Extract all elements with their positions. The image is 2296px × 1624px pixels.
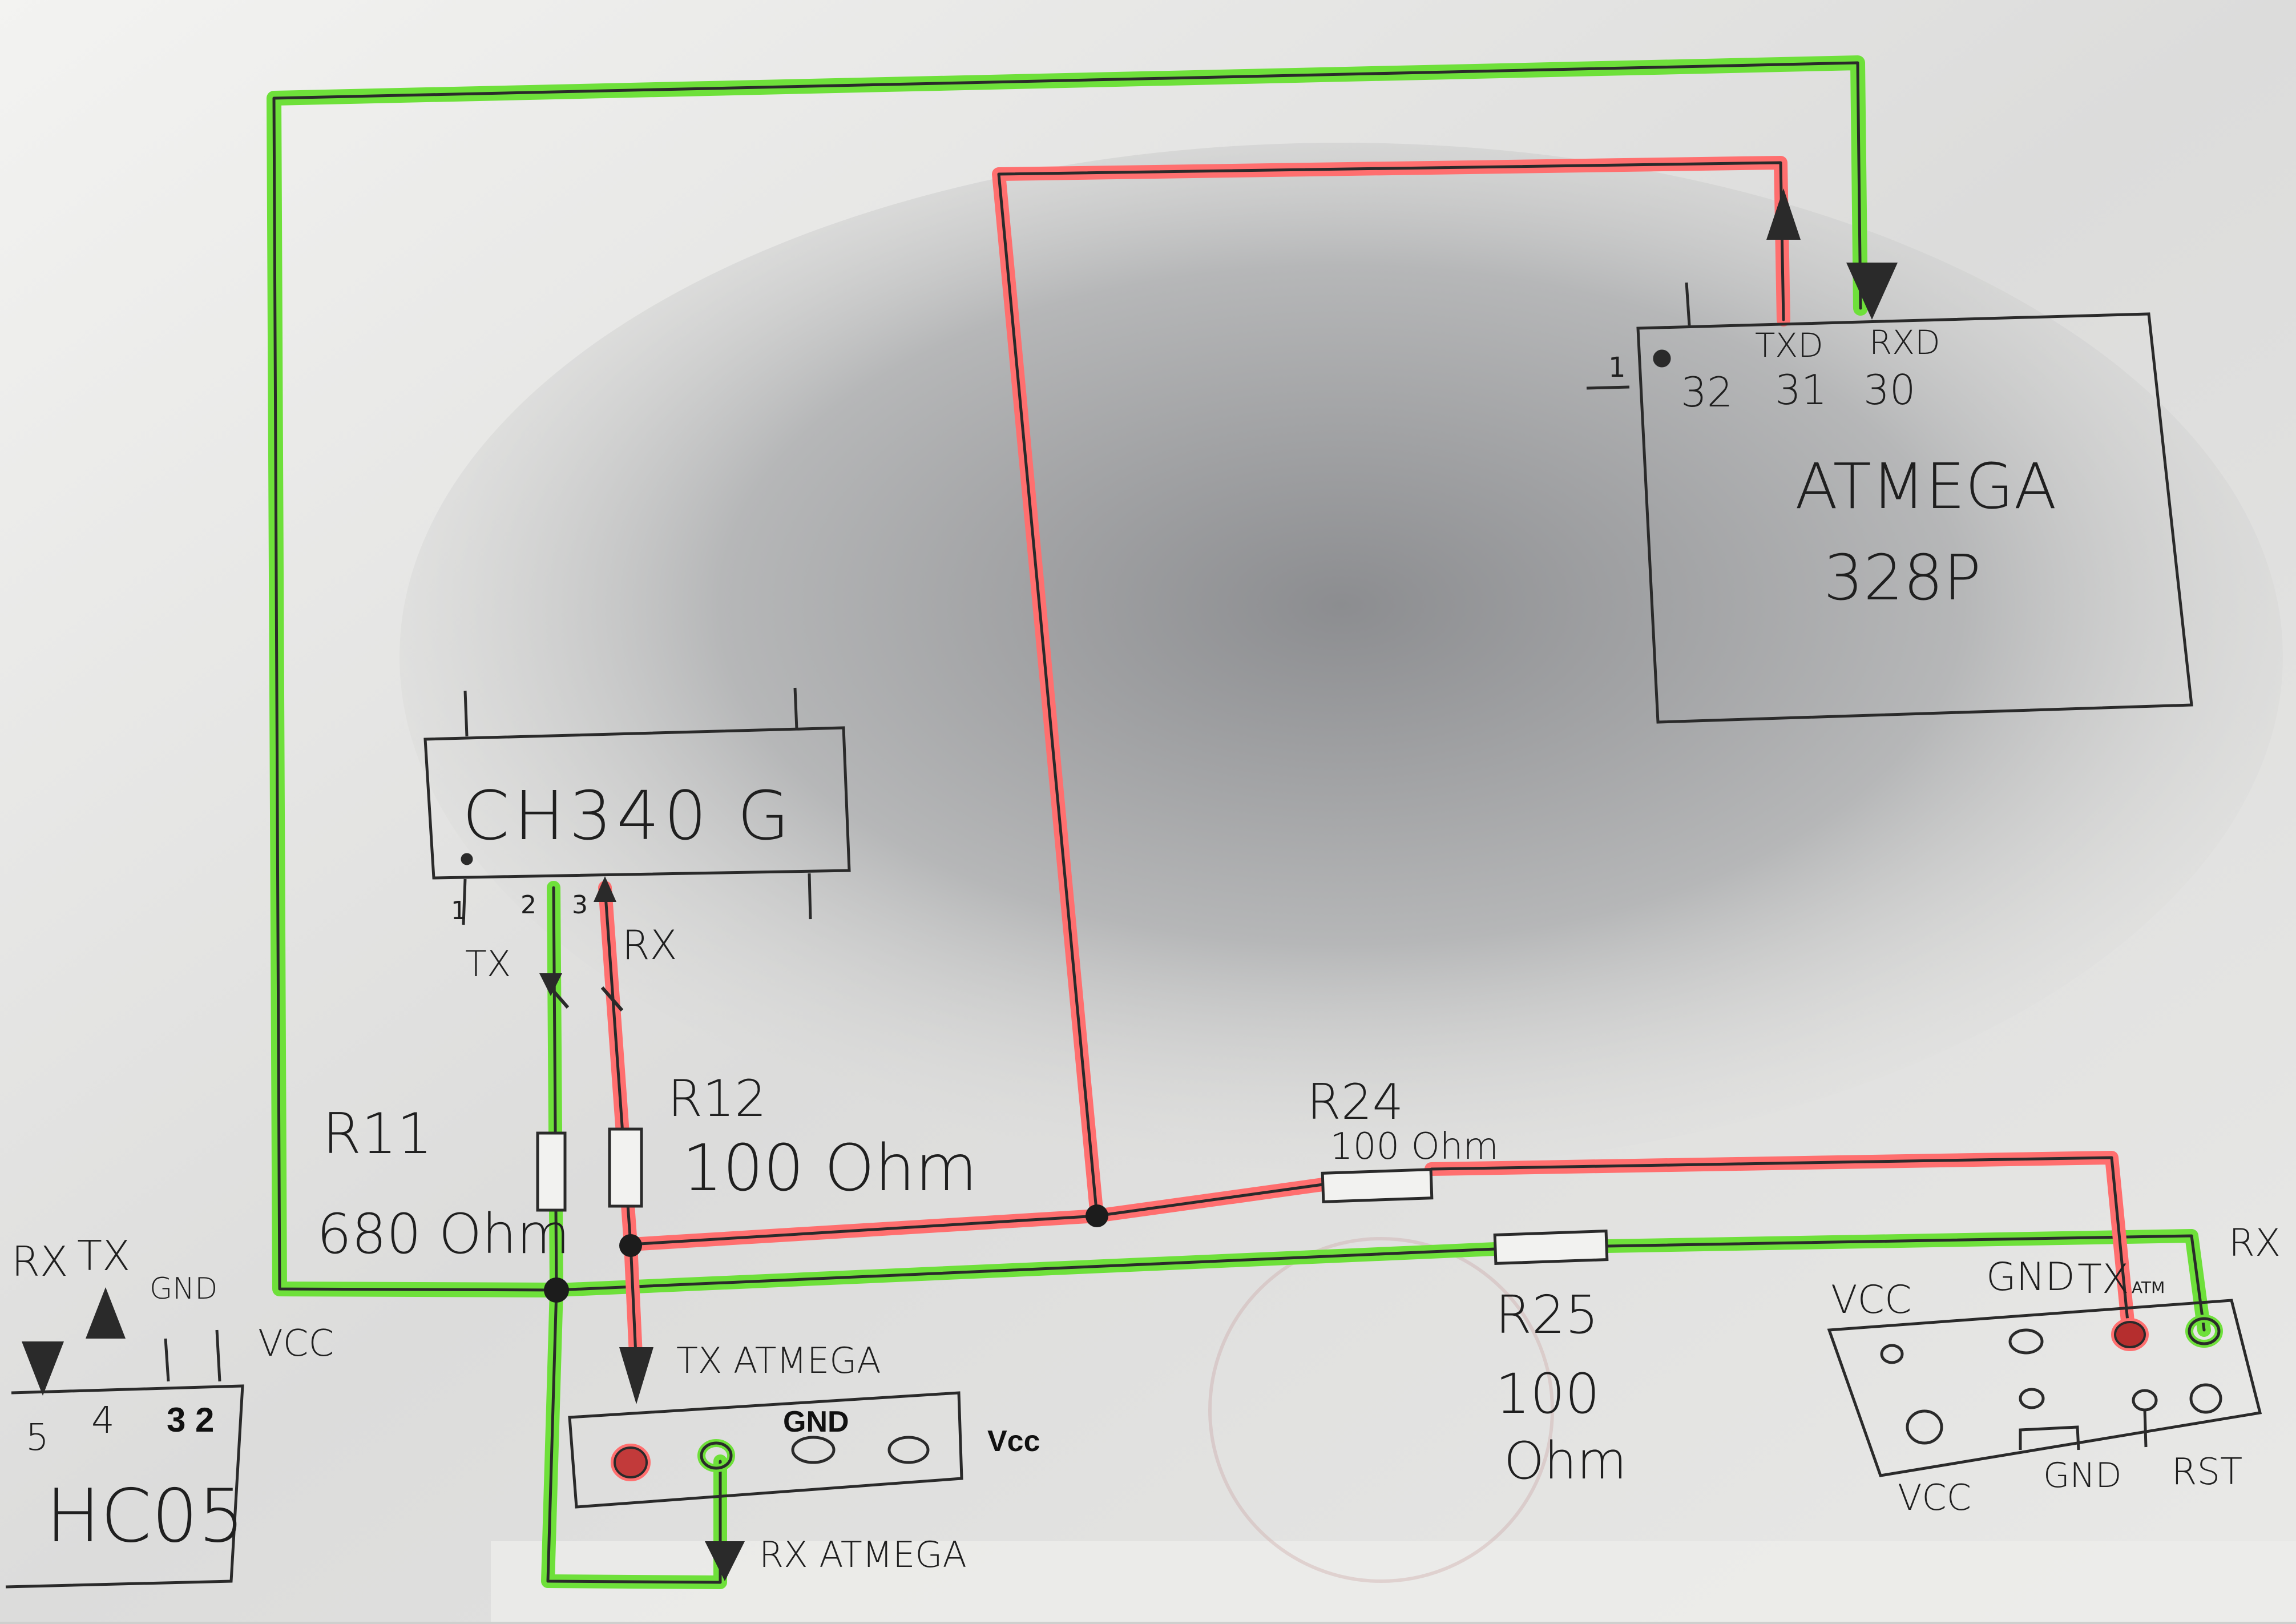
r25-name: R25 xyxy=(1495,1284,1599,1345)
ch340-tx-label: TX xyxy=(465,943,511,985)
r25-value-line2: Ohm xyxy=(1504,1431,1627,1491)
hc05-gnd-label: GND xyxy=(150,1272,217,1306)
isp-gnd-top-label: GND xyxy=(1986,1255,2075,1300)
bottom-blur-strip xyxy=(491,1541,2296,1622)
arrow-down-icon xyxy=(539,973,562,996)
resistor-r11 xyxy=(536,1131,567,1212)
r25-value-line1: 100 xyxy=(1495,1362,1600,1426)
isp-vcc-top-label: VCC xyxy=(1831,1278,1911,1323)
arrow-up-icon xyxy=(594,876,616,902)
arrow-up-icon xyxy=(86,1287,126,1339)
ch340-title: CH340 G xyxy=(462,776,794,855)
junction-dot xyxy=(544,1278,569,1303)
atmega-title-line2: 328P xyxy=(1823,541,1981,614)
hc05-pin4-label: 4 xyxy=(91,1400,115,1442)
hc05-title: HC05 xyxy=(46,1474,245,1559)
atmega-txd-label: TXD xyxy=(1755,326,1823,365)
isp-rx-label: RX xyxy=(2229,1221,2281,1265)
isp-rst-label: RST xyxy=(2172,1451,2242,1493)
ch340-pin2-label: 2 xyxy=(520,890,536,920)
atmega-pin32-label: 32 xyxy=(1681,368,1733,416)
hc05-pin5-label: 5 xyxy=(26,1417,49,1459)
hc05-rx-label: RX xyxy=(11,1238,68,1286)
faded-stamp xyxy=(1208,1237,1554,1583)
r11-value: 680 Ohm xyxy=(317,1202,570,1266)
atmega-title-line1: ATMEGA xyxy=(1795,450,2057,523)
resistor-bodies xyxy=(536,1127,1609,1265)
r24-name: R24 xyxy=(1307,1074,1403,1131)
junction-dots xyxy=(544,1204,1108,1303)
ch340-pin3-label: 3 xyxy=(572,890,588,920)
arrow-up-icon xyxy=(1766,188,1801,240)
r24-value: 100 Ohm xyxy=(1330,1126,1499,1168)
junction-dot xyxy=(619,1234,642,1257)
atmega-pin30-label: 30 xyxy=(1863,366,1916,414)
red-wires xyxy=(598,156,2136,1374)
r11-name: R11 xyxy=(322,1102,433,1167)
arrow-down-icon xyxy=(22,1341,64,1396)
middle-header-tx-label: TX ATMEGA xyxy=(676,1340,881,1381)
isp-header xyxy=(1827,1299,2262,1477)
middle-header-rx-label: RX ATMEGA xyxy=(759,1534,967,1575)
atmega-pin1-label: 1 xyxy=(1608,352,1626,384)
resistor-r24 xyxy=(1321,1168,1434,1203)
atmega-chip xyxy=(1586,282,2193,724)
isp-tx-label: TX xyxy=(2077,1256,2129,1303)
ch340-chip xyxy=(423,687,851,1012)
hc05-vcc-label: VCC xyxy=(258,1323,334,1365)
hc05-pins32-label: 3 2 xyxy=(167,1401,214,1439)
isp-atm-label: ATM xyxy=(2132,1278,2165,1297)
middle-header xyxy=(568,1391,963,1509)
hc05-module xyxy=(5,1329,244,1589)
middle-header-vcc-label: Vcc xyxy=(987,1425,1040,1458)
r12-value: 100 Ohm xyxy=(682,1131,978,1206)
isp-vcc-bottom-label: VCC xyxy=(1898,1477,1971,1518)
ch340-rx-label: RX xyxy=(622,922,677,969)
atmega-pin31-label: 31 xyxy=(1775,366,1827,414)
ch340-pin1-label: 1 xyxy=(451,896,467,925)
arrow-down-icon xyxy=(1846,263,1898,320)
arrow-down-icon xyxy=(619,1347,653,1404)
arrow-down-icon xyxy=(705,1541,745,1581)
arrows xyxy=(22,188,1898,1581)
middle-header-gnd-label: GND xyxy=(783,1405,849,1438)
atmega-rxd-label: RXD xyxy=(1869,323,1940,362)
hc05-tx-label: TX xyxy=(77,1232,130,1280)
junction-dot xyxy=(1086,1204,1108,1227)
r12-name: R12 xyxy=(668,1069,766,1128)
paper-shadow xyxy=(400,143,2283,1170)
resistor-r25 xyxy=(1493,1230,1609,1265)
resistor-r12 xyxy=(608,1127,643,1208)
isp-gnd-bottom-label: GND xyxy=(2043,1456,2122,1496)
